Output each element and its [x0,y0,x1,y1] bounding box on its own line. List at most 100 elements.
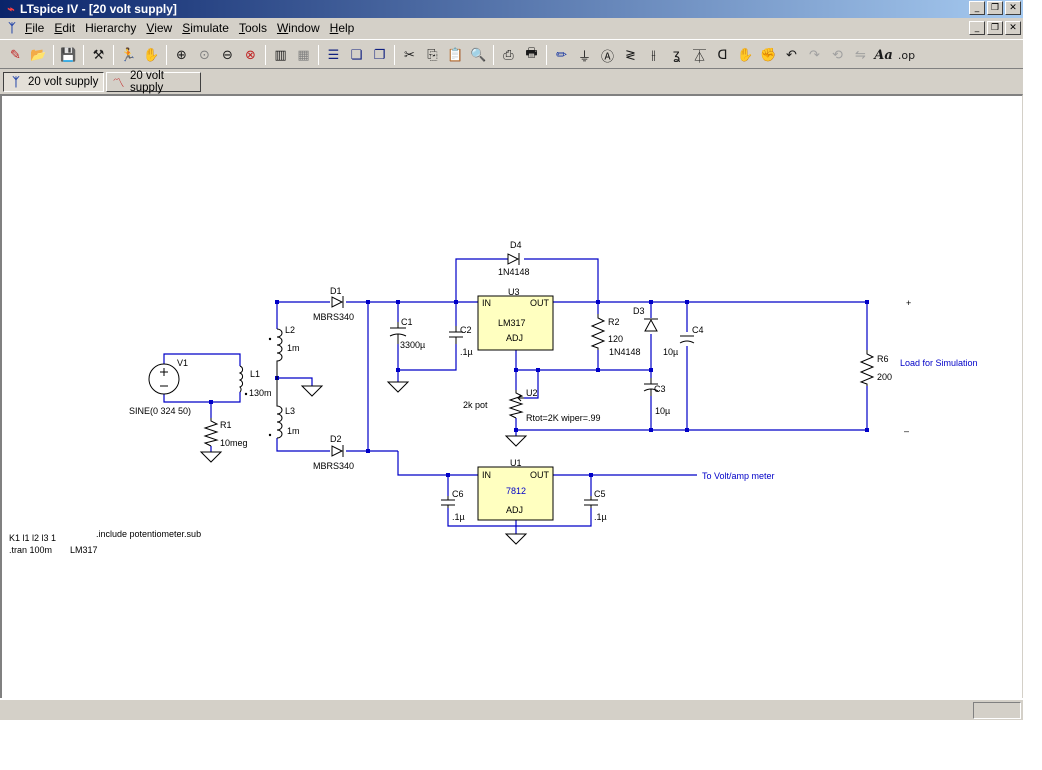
source-marks [160,368,168,387]
new-schematic-icon[interactable]: ✎ [10,47,21,63]
load-label: Load for Simulation [900,358,978,368]
components [148,253,875,545]
tile-horizontal-icon[interactable]: ☰ [327,47,340,63]
u3-label: U3 [508,287,520,297]
tab-waveform[interactable]: 〽 20 volt supply [106,70,201,94]
ground-symbol [199,451,223,463]
menu-label: iew [154,21,173,35]
menu-simulate[interactable]: Simulate [177,21,234,36]
cascade-icon[interactable]: ❏ [350,47,363,63]
u3-in: IN [482,298,491,308]
minimize-button[interactable]: _ [969,1,985,15]
potentiometer-u2[interactable] [508,390,524,419]
c5-value: .1µ [594,512,607,522]
zoom-fit-icon[interactable]: ⊗ [245,47,256,63]
menu-file[interactable]: File [20,21,49,36]
rotate-icon[interactable]: ⟲ [832,47,843,63]
diode-d2[interactable] [331,445,344,457]
ground-symbol [386,381,410,393]
run-icon[interactable]: 🏃 [120,47,137,63]
v1-label: V1 [177,358,188,368]
inductor-l2[interactable] [276,328,283,378]
grid-icon[interactable]: ▦ [297,47,310,63]
l2-value: 1m [287,343,300,353]
component-icon[interactable]: ᗡ [717,47,728,63]
include-directive: .include potentiometer.sub [96,529,201,539]
inductor-icon[interactable]: ʓ [672,47,681,63]
open-icon[interactable]: 📂 [30,47,47,63]
resistor-icon[interactable]: ≷ [625,47,636,63]
tile-vertical-icon[interactable]: ❐ [373,47,386,63]
menu-window[interactable]: Window [272,21,325,36]
resistor-r1[interactable] [203,418,219,447]
save-icon[interactable]: 💾 [60,47,77,63]
toolbar-separator [493,45,494,65]
menu-accelerator: V [146,21,155,35]
waveform-icon: 〽 [112,75,125,90]
u1-in: IN [482,470,491,480]
toolbar-separator [83,45,84,65]
resistor-r2[interactable] [590,314,606,350]
wires [163,258,868,534]
u3-adj: ADJ [506,333,523,343]
ic-u1-7812[interactable] [477,466,554,521]
menu-view[interactable]: View [141,21,177,36]
c1-label: C1 [401,317,413,327]
cut-icon[interactable]: ✂ [404,47,415,63]
schematic-canvas[interactable]: D4 1N4148 D1 MBRS340 D2 MBRS340 U3 IN OU… [0,94,1023,698]
c6-label: C6 [452,489,464,499]
document-window-controls: _ ❐ ✕ [969,21,1021,35]
inductor-l3[interactable] [276,378,283,439]
tab-bar: ᛉ 20 volt supply 〽 20 volt supply [0,69,1023,94]
menu-tools[interactable]: Tools [234,21,272,36]
doc-minimize-button[interactable]: _ [969,21,985,35]
spice-directive-icon[interactable]: .op [897,48,916,62]
mirror-icon[interactable]: ⇋ [855,47,866,63]
zoom-out-icon[interactable]: ⊖ [222,47,233,63]
diode-icon[interactable]: ⏄ [692,49,706,65]
resistor-r6[interactable] [859,350,875,386]
autorange-icon[interactable]: ▥ [274,47,287,63]
menu-edit[interactable]: Edit [49,21,80,36]
label-net-icon[interactable]: Ⓐ [600,49,614,65]
draw-wire-icon[interactable]: ✏ [556,47,567,63]
ic-u3-lm317[interactable] [477,295,554,351]
menu-help[interactable]: Help [325,21,360,36]
doc-close-button[interactable]: ✕ [1005,21,1021,35]
drag-icon[interactable]: ✊ [760,47,777,63]
d1-label: D1 [330,286,342,296]
diode-d3[interactable] [644,318,658,332]
menu-label: Hierarchy [85,21,137,35]
move-icon[interactable]: ✋ [737,47,754,63]
doc-restore-button[interactable]: ❐ [987,21,1003,35]
tab-schematic[interactable]: ᛉ 20 volt supply [3,72,104,92]
schematic-doc-icon[interactable]: ᛉ [8,21,16,35]
paste-icon[interactable]: 📋 [447,47,464,63]
redo-icon[interactable]: ↷ [809,47,820,63]
close-button[interactable]: ✕ [1005,1,1021,15]
voltage-source-v1[interactable] [148,363,180,395]
print-icon[interactable]: 🖶 [525,46,538,61]
zoom-in-icon[interactable]: ⊕ [176,47,187,63]
u1-name: 7812 [506,486,526,496]
l2-label: L2 [285,325,295,335]
control-panel-icon[interactable]: ⚒ [92,47,105,63]
schematic-drawing: D4 1N4148 D1 MBRS340 D2 MBRS340 U3 IN OU… [9,240,978,555]
c6-value: .1µ [452,512,465,522]
diode-d4[interactable] [507,253,520,265]
print-setup-icon[interactable]: ⎙ [503,47,514,63]
copy-icon[interactable]: ⎘ [427,47,438,63]
diode-d1[interactable] [331,296,344,308]
ground-icon[interactable]: ⏚ [577,49,591,65]
inductor-l1[interactable] [238,365,244,393]
capacitor-icon[interactable]: ⫲ [651,47,656,63]
restore-button[interactable]: ❐ [987,1,1003,15]
pan-icon[interactable]: ⊙ [199,47,210,63]
menu-hierarchy[interactable]: Hierarchy [80,21,141,36]
undo-icon[interactable]: ↶ [786,47,797,63]
halt-icon[interactable]: ✋ [143,47,160,63]
find-icon[interactable]: 🔍 [470,47,487,63]
ground-symbol [504,533,528,545]
text-icon[interactable]: Aa [874,47,893,63]
